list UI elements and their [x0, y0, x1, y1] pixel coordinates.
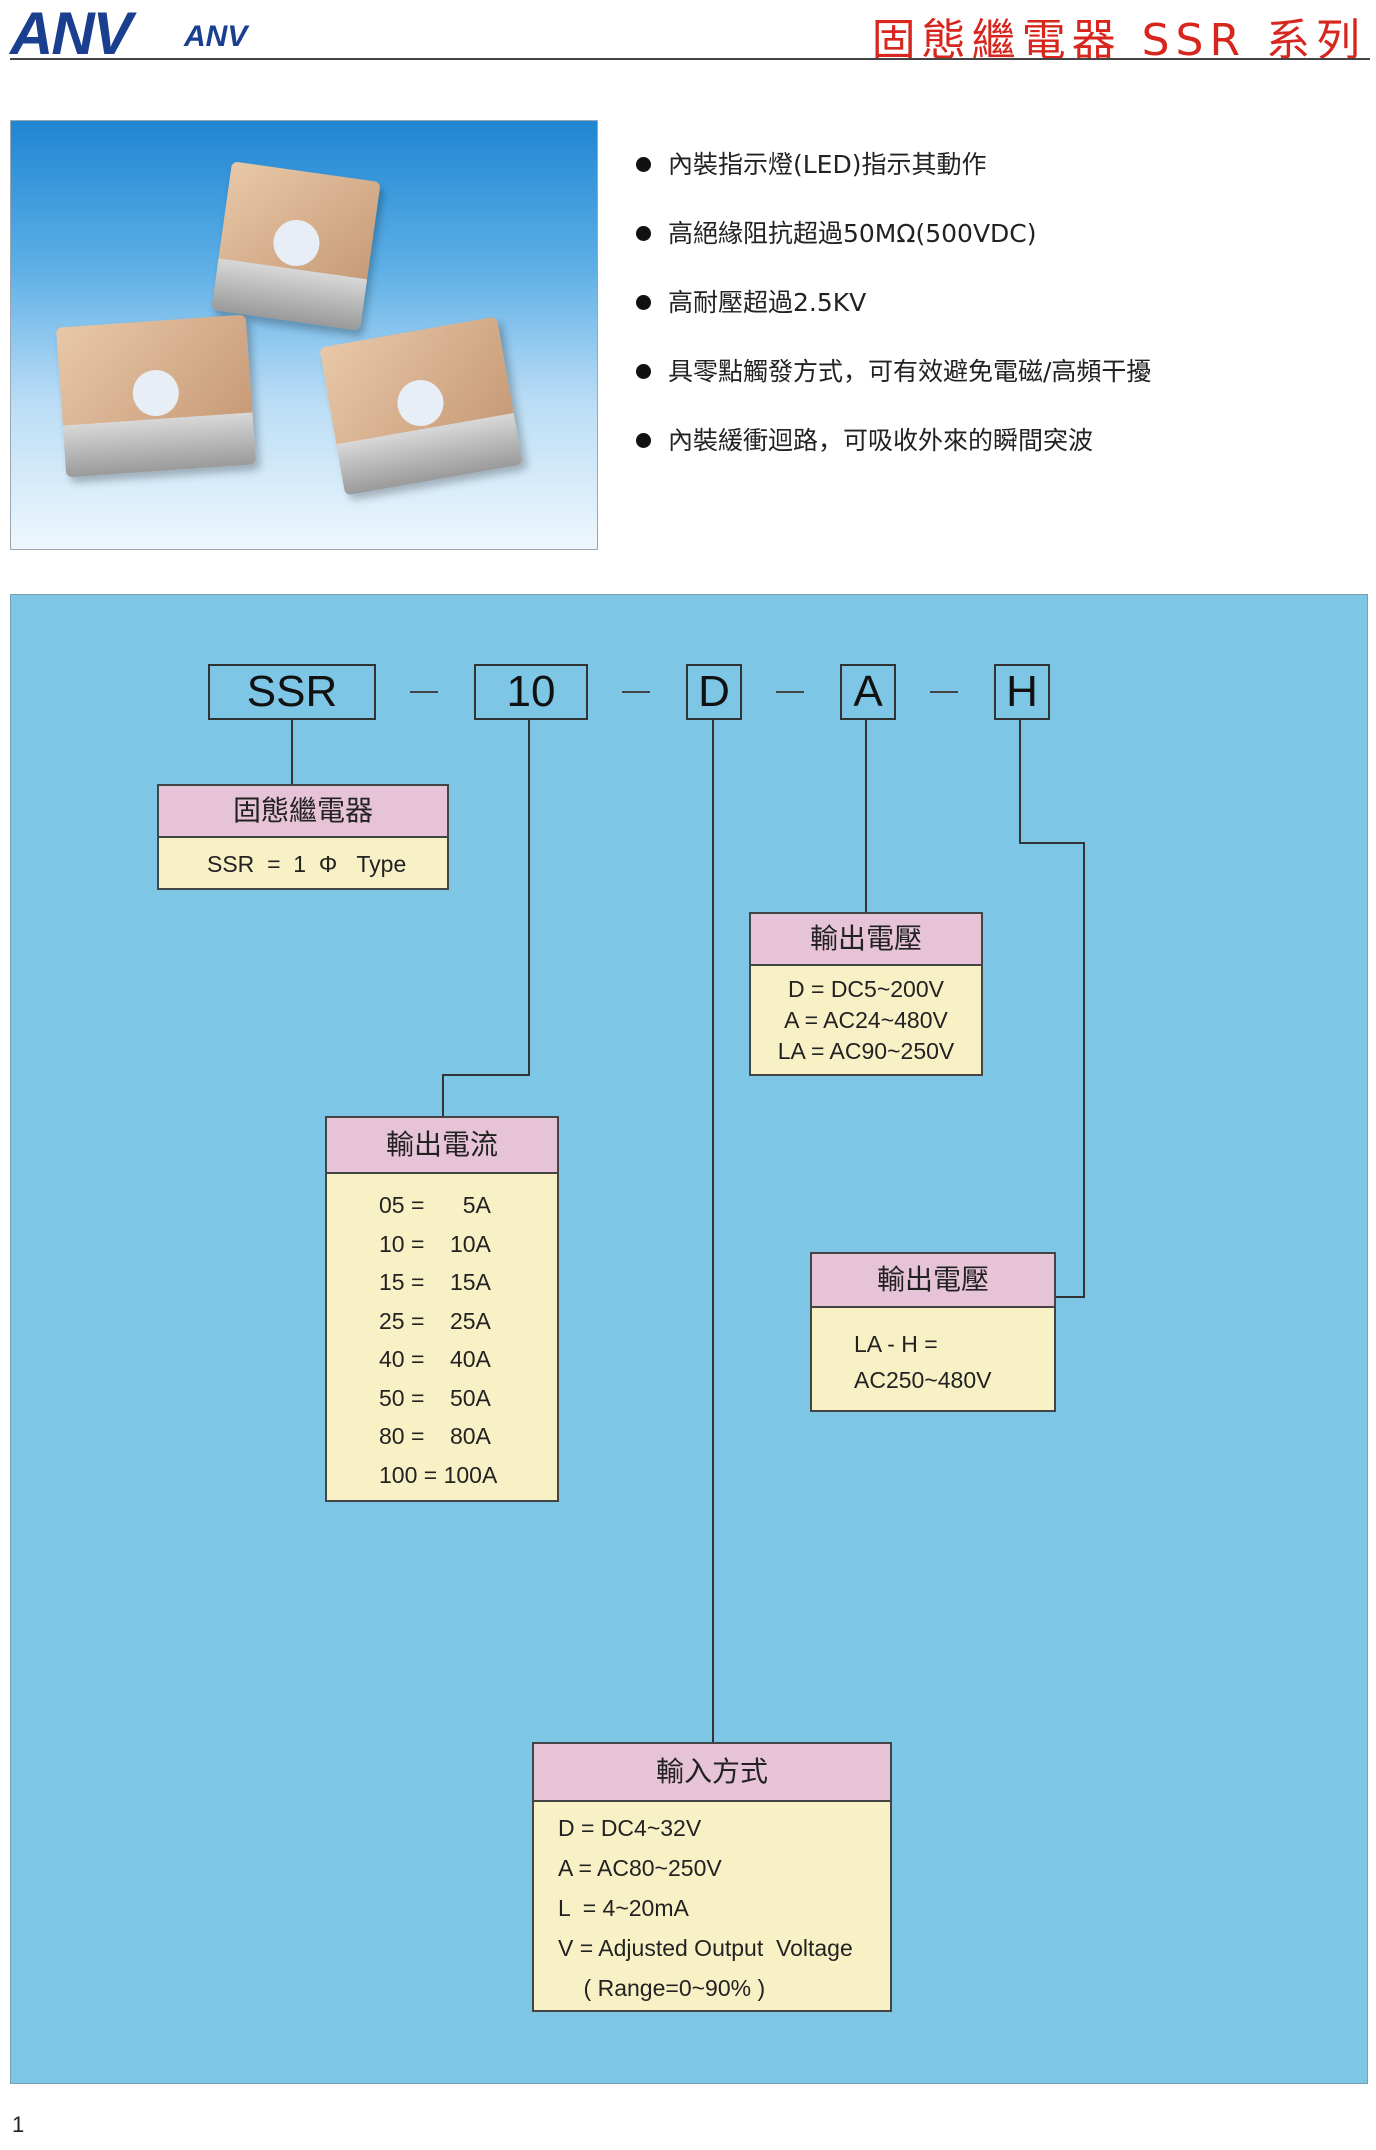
card-output-voltage: 輸出電壓 D = DC5~200V A = AC24~480V LA = AC9…: [749, 912, 983, 1076]
feature-item: 高耐壓超過2.5KV: [634, 286, 1151, 320]
card-row: D = DC4~32V: [558, 1815, 702, 1841]
header-divider: [10, 58, 1370, 60]
connector-line-current: [442, 1074, 444, 1118]
relay-image-right: [319, 316, 523, 496]
bullet-icon: [636, 226, 651, 241]
card-row: 100 = 100A: [379, 1461, 498, 1488]
feature-item: 內裝指示燈(LED)指示其動作: [634, 148, 1151, 182]
brand-logo: ANV: [10, 0, 133, 67]
card-title: 輸出電流: [327, 1118, 557, 1174]
code-part-current: 10: [474, 664, 588, 720]
card-row: A = AC80~250V: [558, 1855, 722, 1881]
bullet-icon: [636, 157, 651, 172]
relay-image-left: [55, 314, 257, 478]
brand-logo-small: ANV: [184, 20, 248, 53]
card-relay-type: 固態繼電器 SSR = 1 Φ Type: [157, 784, 449, 890]
code-separator: [410, 691, 438, 693]
bullet-icon: [636, 433, 651, 448]
card-row: A = AC24~480V: [784, 1007, 948, 1033]
card-output-voltage-h: 輸出電壓 LA - H = AC250~480V: [810, 1252, 1056, 1412]
card-row: ( Range=0~90% ): [558, 1975, 766, 2001]
connector-line-output-voltage: [865, 720, 867, 912]
card-output-current: 輸出電流 05 = 5A 10 = 10A 15 = 15A 25 = 25A …: [325, 1116, 559, 1502]
connector-line-high-voltage: [1019, 842, 1085, 844]
card-row: 80 = 80A: [379, 1423, 491, 1449]
connector-line-high-voltage: [1019, 720, 1021, 844]
code-part-series: SSR: [208, 664, 376, 720]
card-row: 40 = 40A: [379, 1346, 491, 1372]
bullet-icon: [636, 295, 651, 310]
card-row: D = DC5~200V: [788, 976, 944, 1002]
feature-list: 內裝指示燈(LED)指示其動作 高絕緣阻抗超過50MΩ(500VDC) 高耐壓超…: [634, 148, 1151, 493]
card-row: L = 4~20mA: [558, 1895, 689, 1921]
card-row: LA = AC90~250V: [777, 1038, 955, 1064]
bullet-icon: [636, 364, 651, 379]
card-row: SSR = 1 Φ Type: [207, 851, 407, 877]
connector-line-series: [291, 720, 293, 786]
card-row: AC250~480V: [854, 1367, 992, 1393]
feature-item: 具零點觸發方式，可有效避免電磁/高頻干擾: [634, 355, 1151, 389]
card-row: 05 = 5A: [379, 1192, 491, 1218]
card-title: 固態繼電器: [159, 786, 447, 838]
connector-line-high-voltage: [1083, 842, 1085, 1298]
card-title: 輸出電壓: [812, 1254, 1054, 1308]
page-title: 固態繼電器 SSR 系列: [871, 15, 1366, 66]
card-row: 15 = 15A: [379, 1269, 491, 1295]
relay-image-back: [211, 161, 381, 331]
card-row: 50 = 50A: [379, 1384, 491, 1411]
product-photo: [10, 120, 598, 550]
card-row: 10 = 10A: [379, 1230, 491, 1257]
feature-item: 高絕緣阻抗超過50MΩ(500VDC): [634, 217, 1151, 251]
code-separator: [930, 691, 958, 693]
code-part-output-voltage: A: [840, 664, 896, 720]
code-separator: [776, 691, 804, 693]
code-part-high-voltage: H: [994, 664, 1050, 720]
code-part-input: D: [686, 664, 742, 720]
feature-item: 內裝緩衝迴路，可吸收外來的瞬間突波: [634, 424, 1151, 458]
card-title: 輸出電壓: [751, 914, 981, 966]
connector-line-current: [442, 1074, 530, 1076]
card-row: V = Adjusted Output Voltage: [558, 1935, 853, 1961]
connector-line-high-voltage: [1054, 1296, 1085, 1298]
card-title: 輸入方式: [534, 1744, 890, 1802]
code-separator: [622, 691, 650, 693]
page-number: 1: [12, 2112, 25, 2137]
card-row: 25 = 25A: [379, 1307, 491, 1334]
card-input-method: 輸入方式 D = DC4~32V A = AC80~250V L = 4~20m…: [532, 1742, 892, 2012]
connector-line-input: [712, 720, 714, 1744]
card-row: LA - H =: [854, 1331, 938, 1357]
connector-line-current: [528, 720, 530, 1076]
